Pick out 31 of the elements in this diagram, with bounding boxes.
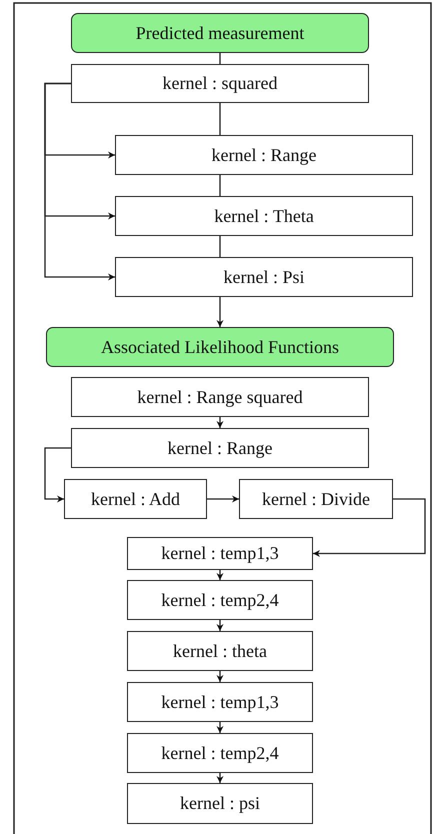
process-box: kernel : temp2,4	[127, 580, 313, 620]
process-box: kernel : Psi	[115, 257, 413, 297]
arrow	[44, 82, 115, 280]
arrow	[44, 447, 71, 502]
connector-line	[219, 175, 221, 196]
arrow	[313, 498, 426, 557]
process-box: kernel : squared	[71, 64, 369, 103]
process-box: kernel : psi	[127, 783, 313, 824]
connector-line	[219, 53, 221, 64]
connector-line	[219, 103, 221, 135]
process-box: kernel : Range	[115, 135, 413, 175]
arrow	[216, 620, 224, 631]
arrow	[216, 417, 224, 428]
arrow	[216, 570, 224, 580]
arrow	[216, 671, 224, 682]
connector-line	[219, 236, 221, 257]
process-box: kernel : temp1,3	[127, 537, 313, 570]
arrow	[216, 297, 224, 327]
process-box: kernel : temp2,4	[127, 733, 313, 773]
process-box: kernel : Divide	[239, 479, 393, 519]
process-box: kernel : Theta	[115, 196, 413, 236]
process-box: kernel : Range	[71, 428, 369, 468]
section-header-box: Associated Likelihood Functions	[46, 327, 394, 367]
section-header-box: Predicted measurement	[71, 13, 369, 53]
process-box: kernel : Range squared	[71, 377, 369, 417]
arrow	[216, 722, 224, 733]
process-box: kernel : theta	[127, 631, 313, 671]
process-box: kernel : temp1,3	[127, 682, 313, 722]
process-box: kernel : Add	[64, 479, 207, 519]
arrow	[207, 496, 239, 502]
arrow	[216, 773, 224, 783]
